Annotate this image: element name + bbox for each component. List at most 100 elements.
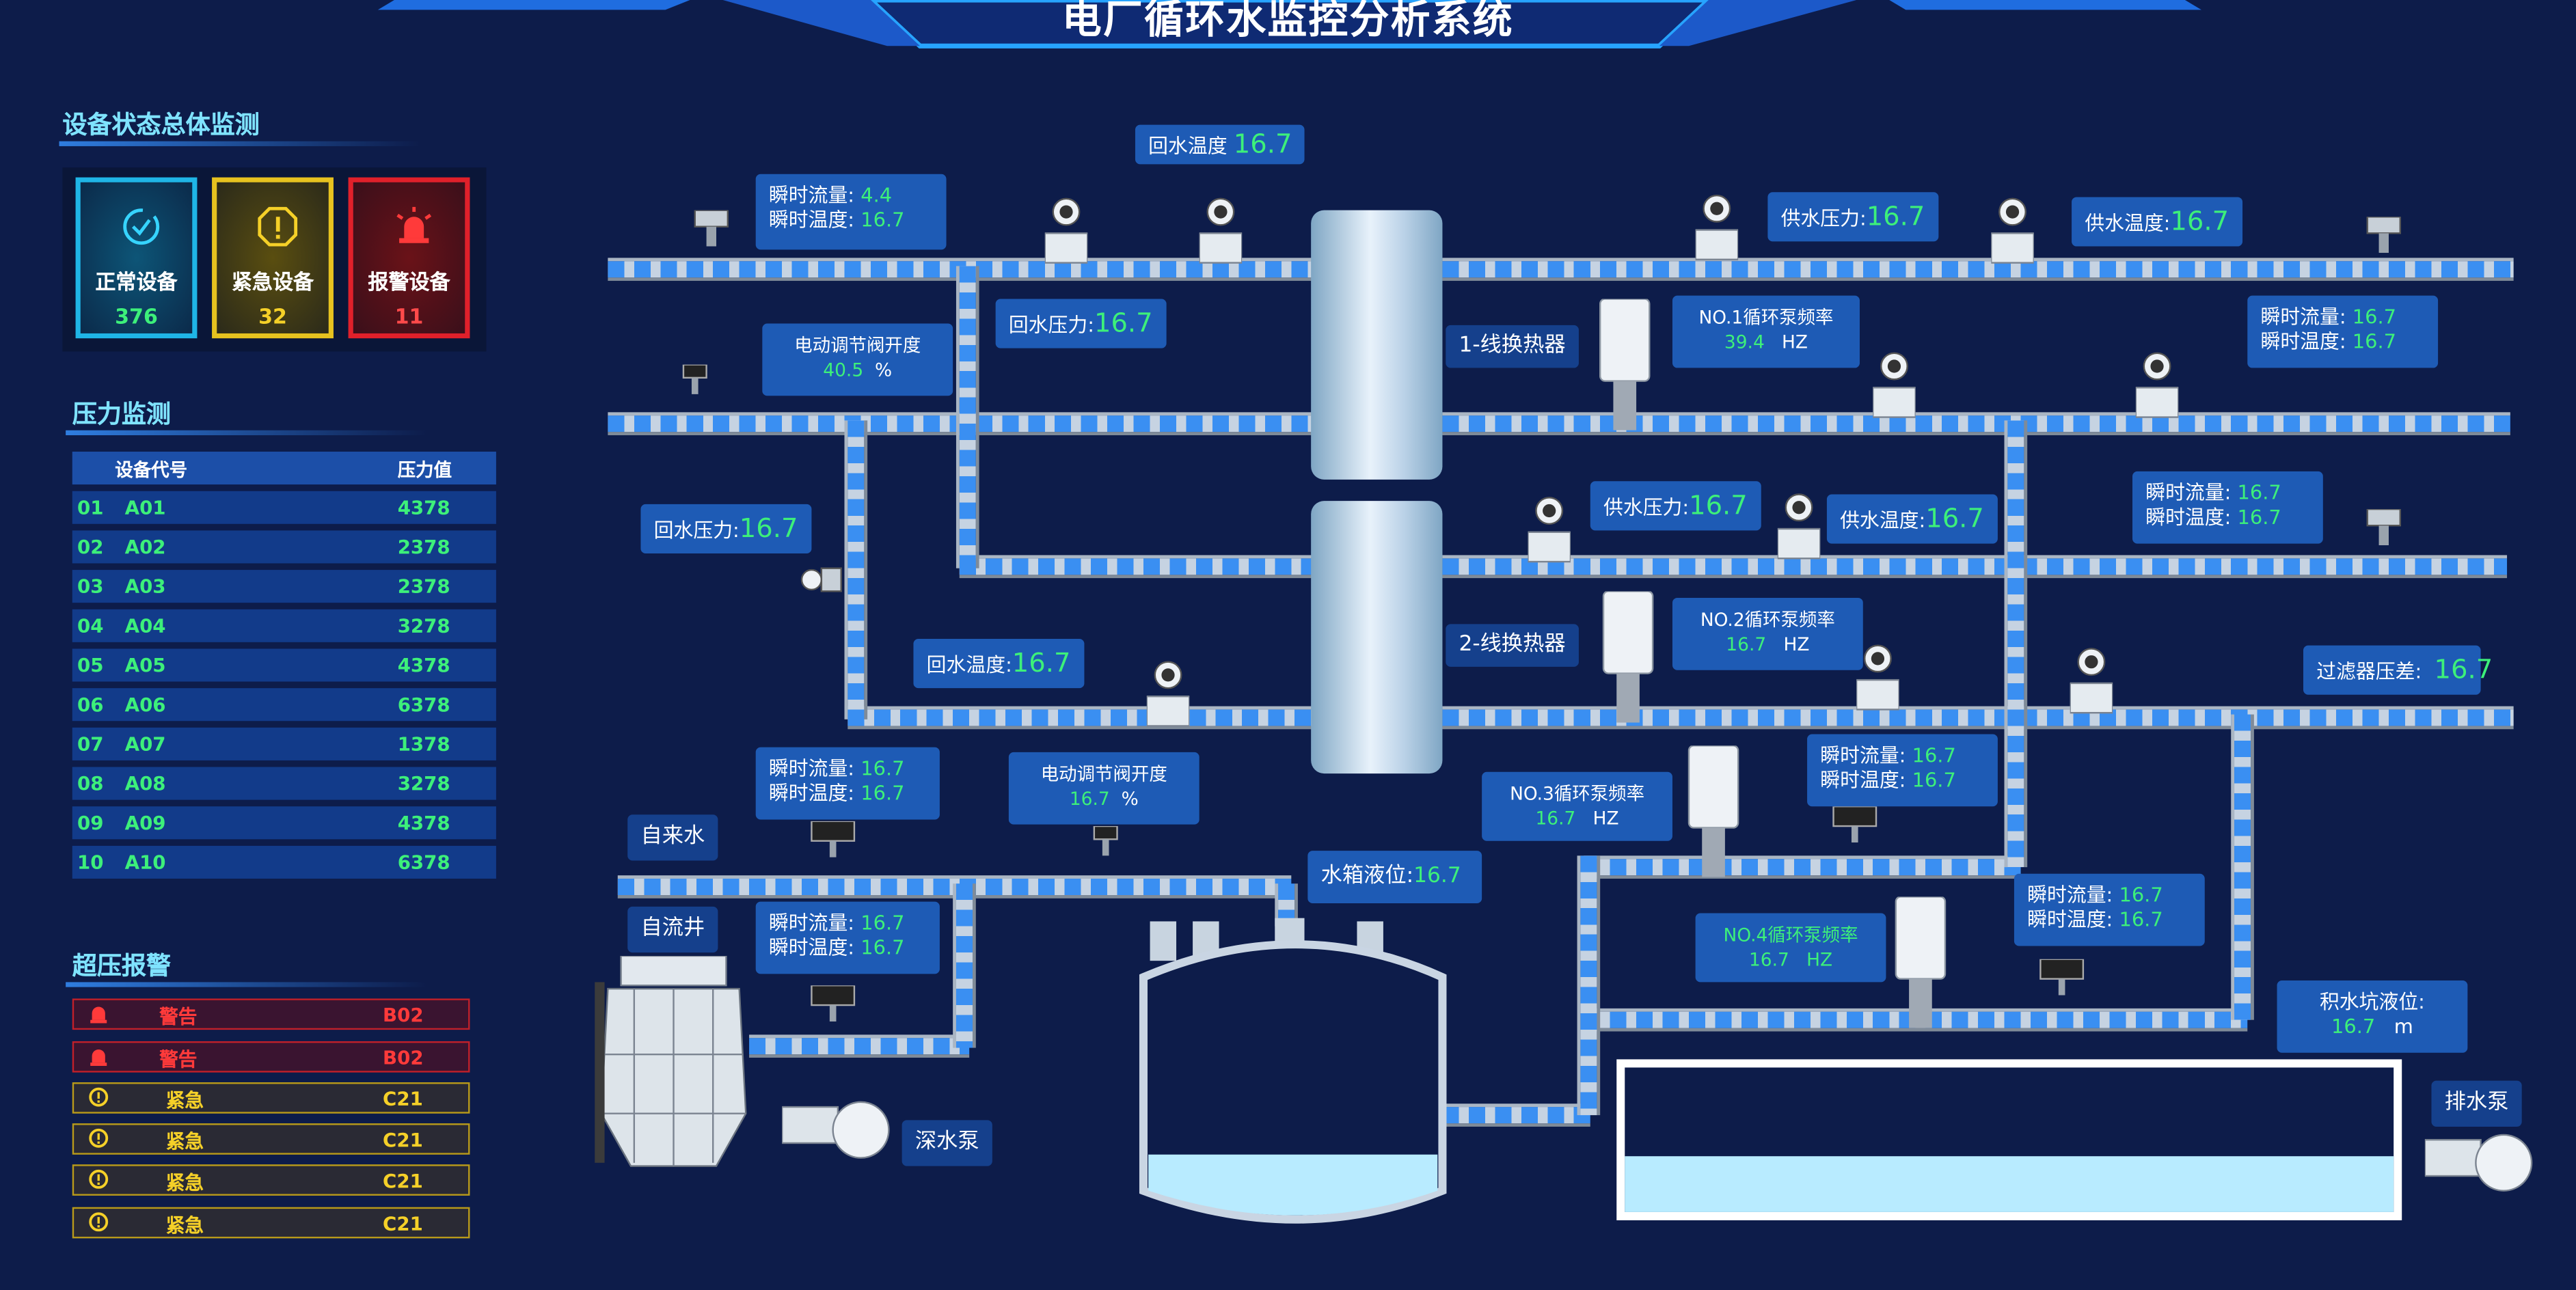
value: 16.7 — [1689, 489, 1748, 521]
circulation-pump-3[interactable] — [1685, 745, 1741, 877]
value: 16.7 — [2331, 1015, 2376, 1039]
flow-meter[interactable] — [1991, 197, 2034, 266]
deep-well-pump[interactable] — [782, 1090, 891, 1166]
supply-temp-box-2: 供水温度:16.7 — [1826, 494, 1998, 544]
flow-sensor[interactable] — [809, 821, 858, 857]
siren-icon — [87, 1045, 110, 1073]
sump-water — [1625, 1156, 2394, 1212]
heat-exchanger-2[interactable] — [1311, 501, 1443, 774]
label: 电动调节阀开度 — [794, 335, 921, 357]
flow-meter[interactable] — [2070, 647, 2113, 716]
value: 16.7 — [860, 936, 905, 959]
flow-meter[interactable] — [1856, 644, 1899, 713]
control-valve[interactable] — [1081, 826, 1130, 862]
alarm-code: C21 — [383, 1087, 423, 1110]
alarm-level: 紧急 — [165, 1170, 204, 1194]
value: 16.7 — [860, 208, 905, 232]
valve-opening-box-2: 电动调节阀开度 16.7 % — [1008, 752, 1199, 825]
warning-circle-icon — [87, 1086, 110, 1114]
flow-meter[interactable] — [1873, 351, 1916, 420]
unit: HZ — [1783, 633, 1810, 656]
value: 16.7 — [2237, 506, 2281, 529]
label: 瞬时流量: — [2145, 481, 2232, 504]
flow-sensor[interactable] — [809, 985, 858, 1022]
water-tank[interactable] — [1134, 911, 1463, 1232]
flow-meter[interactable] — [1528, 496, 1571, 565]
section-divider — [66, 982, 427, 987]
drain-pump[interactable] — [2424, 1123, 2534, 1199]
label: NO.3循环泵频率 — [1510, 783, 1645, 805]
pressure-gauge[interactable] — [2359, 509, 2409, 546]
circulation-pump-4[interactable] — [1893, 896, 1949, 1028]
value: 16.7 — [1912, 743, 1956, 767]
flow-box-4: 瞬时流量: 16.7 瞬时温度: 16.7 — [1807, 734, 1998, 807]
flow-meter[interactable] — [1199, 197, 1243, 266]
flow-sensor[interactable] — [1830, 806, 1880, 843]
pressure-gauge[interactable] — [687, 210, 736, 247]
return-press-box-1: 回水压力:16.7 — [995, 299, 1166, 348]
normal-device-card[interactable]: 正常设备 376 — [75, 177, 198, 339]
label: 瞬时温度: — [2260, 330, 2346, 353]
pump-1-frequency-box: NO.1循环泵频率 39.4 HZ — [1672, 295, 1860, 368]
warning-circle-icon — [87, 1211, 110, 1239]
label: 瞬时流量: — [2027, 883, 2113, 907]
cooling-tower[interactable] — [595, 955, 753, 1172]
circulation-pump-2[interactable] — [1600, 591, 1656, 723]
cell-no: 03 — [77, 575, 104, 598]
value: 16.7 — [1925, 502, 1984, 534]
alarm-item[interactable]: 紧急 C21 — [72, 1082, 470, 1114]
label: 瞬时流量: — [768, 184, 855, 207]
label: 瞬时流量: — [2260, 305, 2346, 329]
drain-pump-label: 排水泵 — [2431, 1080, 2522, 1127]
alarm-level: 紧急 — [165, 1088, 204, 1112]
flow-meter[interactable] — [1695, 194, 1739, 263]
value: 16.7 — [1094, 307, 1153, 339]
pipe — [1442, 1103, 1590, 1127]
alarm-device-card[interactable]: 报警设备 11 — [348, 177, 470, 339]
cell-no: 08 — [77, 771, 104, 795]
flow-meter[interactable] — [1146, 660, 1190, 729]
cell-value: 3278 — [397, 771, 450, 795]
butterfly-valve[interactable] — [798, 562, 848, 598]
heat-exchanger-1[interactable] — [1311, 210, 1443, 480]
cell-code: A10 — [124, 851, 166, 874]
alarm-level: 警告 — [159, 1047, 198, 1071]
urgent-device-card[interactable]: 紧急设备 32 — [212, 177, 334, 339]
circulation-pump-1[interactable] — [1597, 299, 1653, 430]
valve-opening-box-1: 电动调节阀开度 40.5 % — [762, 323, 953, 396]
label: NO.2循环泵频率 — [1700, 609, 1835, 631]
col-pressure-value: 压力值 — [397, 460, 452, 482]
value: 16.7 — [739, 512, 798, 544]
flow-box-5: 瞬时流量: 16.7 瞬时温度: 16.7 — [2014, 873, 2205, 946]
return-temp-top-box: 回水温度 16.7 — [1135, 124, 1305, 165]
control-valve[interactable] — [670, 364, 720, 401]
cell-code: A03 — [124, 575, 166, 598]
flow-meter[interactable] — [1044, 197, 1088, 266]
flow-meter[interactable] — [2135, 351, 2179, 420]
cell-no: 05 — [77, 653, 104, 677]
cell-code: A05 — [124, 653, 166, 677]
pump-2-frequency-box: NO.2循环泵频率 16.7 HZ — [1672, 597, 1863, 670]
flow-meter[interactable] — [1777, 493, 1821, 562]
pressure-gauge[interactable] — [2359, 217, 2409, 253]
sump-pool[interactable] — [1616, 1059, 2402, 1220]
flow-sensor[interactable] — [2037, 959, 2087, 996]
alarm-level: 紧急 — [165, 1213, 204, 1237]
siren-icon — [396, 206, 432, 243]
